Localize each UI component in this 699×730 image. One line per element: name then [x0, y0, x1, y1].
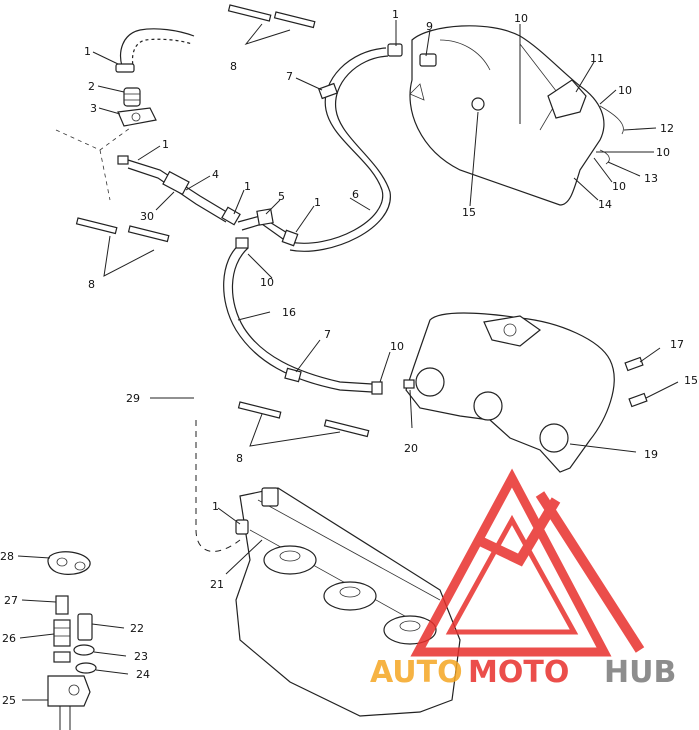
hose-4: [117, 155, 241, 226]
hose-6: [289, 47, 391, 252]
callout-10: 10: [390, 340, 404, 353]
callout-11: 11: [590, 52, 604, 65]
callout-2: 2: [88, 80, 95, 93]
watermark-text-auto: AUTO: [370, 655, 463, 690]
callout-14: 14: [598, 198, 612, 211]
callout-27: 27: [4, 594, 18, 607]
callout-13: 13: [644, 172, 658, 185]
callout-21: 21: [210, 578, 224, 591]
fitting-part-2: [123, 87, 141, 107]
callout-1: 1: [314, 196, 321, 209]
exhaust-muffler: [387, 25, 624, 206]
sensor-stack: [47, 595, 91, 730]
callout-10: 10: [514, 12, 528, 25]
callout-5: 5: [278, 190, 285, 203]
callout-10: 10: [612, 180, 626, 193]
watermark-text-hub: HUB: [604, 655, 676, 690]
elbow-hose-part: [115, 28, 195, 73]
callout-7: 7: [286, 70, 293, 83]
bolts-group-middle: [237, 401, 370, 447]
callout-15: 15: [462, 206, 476, 219]
callout-12: 12: [660, 122, 674, 135]
watermark-text-moto: MOTO: [468, 655, 569, 690]
callout-25: 25: [2, 694, 16, 707]
callout-4: 4: [212, 168, 219, 181]
callout-29: 29: [126, 392, 140, 405]
tee-fitting-5: [237, 208, 299, 247]
watermark: AUTO MOTO HUB: [370, 468, 676, 690]
bolts-group-left: [75, 217, 170, 277]
callout-8: 8: [236, 452, 243, 465]
callout-20: 20: [404, 442, 418, 455]
callout-1: 1: [84, 45, 91, 58]
callout-24: 24: [136, 668, 150, 681]
callout-8: 8: [230, 60, 237, 73]
callout-28: 28: [0, 550, 14, 563]
leader-lines: [17, 20, 679, 701]
callout-9: 9: [426, 20, 433, 33]
exhaust-manifold: [403, 312, 648, 473]
callout-30: 30: [140, 210, 154, 223]
callout-labels: 1 1 1 1 1 1 2 3 4 5 6 7 7 8 8 8 9 10 10 …: [0, 8, 698, 707]
callout-26: 26: [2, 632, 16, 645]
callout-1: 1: [392, 8, 399, 21]
callout-1: 1: [244, 180, 251, 193]
bolts-group-top: [227, 4, 316, 45]
engine-block: [235, 487, 461, 717]
gasket-28: [47, 551, 91, 575]
callout-15: 15: [684, 374, 698, 387]
callout-8: 8: [88, 278, 95, 291]
callout-10: 10: [260, 276, 274, 289]
triangle-m-logo-icon: [410, 468, 645, 657]
callout-6: 6: [352, 188, 359, 201]
callout-7: 7: [324, 328, 331, 341]
callout-1: 1: [212, 500, 219, 513]
callout-10: 10: [656, 146, 670, 159]
callout-3: 3: [90, 102, 97, 115]
callout-19: 19: [644, 448, 658, 461]
callout-16: 16: [282, 306, 296, 319]
fitting-22-23-24: [73, 613, 97, 674]
callout-17: 17: [670, 338, 684, 351]
callout-23: 23: [134, 650, 148, 663]
hose-16: [223, 237, 383, 395]
callout-1: 1: [162, 138, 169, 151]
callout-10: 10: [618, 84, 632, 97]
callout-22: 22: [130, 622, 144, 635]
gasket-part-3: [117, 107, 157, 127]
